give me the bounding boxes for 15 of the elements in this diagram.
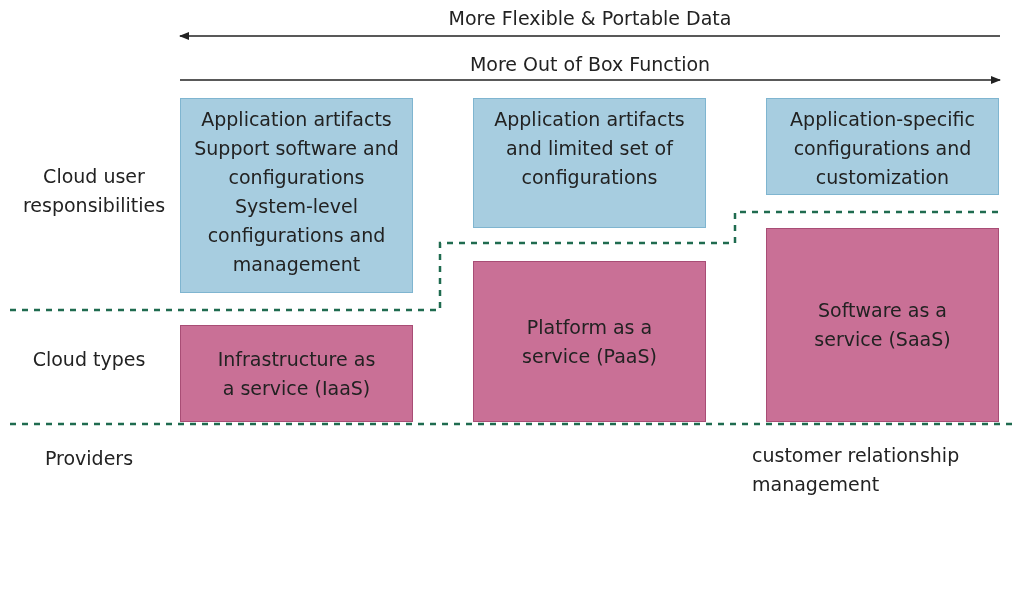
responsibility-text: System-level configurations and management [206,194,387,277]
cloud-type-box: Software as a service (SaaS) [766,228,999,422]
row-header: Providers [43,446,135,471]
cloud-type-box: Platform as a service (PaaS) [473,261,706,422]
responsibility-box: Application-specific configurations and customization [766,98,999,195]
cloud-type-box: Infrastructure as a service (IaaS) [180,325,413,422]
provider-text: customer relationship management [752,443,961,497]
row-header: Cloud types [31,347,147,372]
responsibility-text: Application artifacts [201,107,392,132]
responsibility-text: Support software and configurations [193,136,400,190]
responsibility-box [180,98,413,293]
arrow-label: More Out of Box Function [469,52,711,77]
responsibility-box: Application artifacts and limited set of configurations [473,98,706,228]
row-header: Cloud user responsibilities [21,164,167,218]
arrow-label: More Flexible & Portable Data [448,6,732,31]
